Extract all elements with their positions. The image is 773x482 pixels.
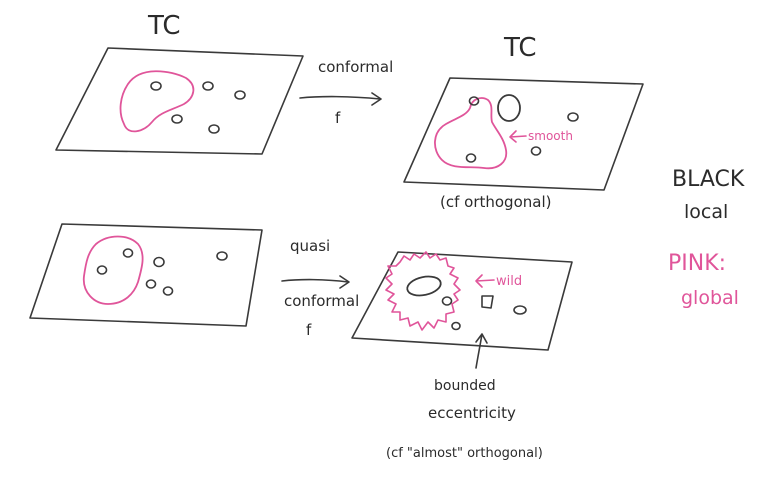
legend-pink-title: PINK: <box>668 251 726 276</box>
bottom-left-plane <box>29 223 263 327</box>
bounded-pointer-arrow <box>475 333 488 369</box>
bottom-right-panel: wild bounded eccentricity (cf "almost" o… <box>351 251 573 461</box>
top-left-plane <box>55 47 304 155</box>
top-right-hole-1 <box>468 96 480 106</box>
bottom-arrow-label-2: conformal <box>284 292 359 310</box>
top-left-hole-4 <box>171 114 183 124</box>
top-left-hole-5 <box>208 124 220 134</box>
bottom-left-hole-1 <box>122 248 134 258</box>
bottom-right-hole-1 <box>441 296 453 306</box>
top-right-hole-2 <box>567 112 579 122</box>
top-left-global-region <box>119 70 195 133</box>
bottom-left-hole-3 <box>153 256 165 268</box>
bottom-right-caption-1: bounded <box>434 378 496 394</box>
bottom-left-global-region <box>82 235 144 305</box>
top-right-caption: (cf orthogonal) <box>440 193 551 211</box>
top-left-hole-3 <box>234 90 246 100</box>
bottom-right-hole-2 <box>451 321 461 331</box>
legend-black-meaning: local <box>684 201 728 223</box>
bottom-arrow-map: f <box>306 321 312 339</box>
bottom-arrow-head <box>339 275 350 289</box>
bottom-right-plane <box>351 251 573 351</box>
bottom-right-hole-large <box>406 275 442 297</box>
top-arrow-line <box>299 95 381 100</box>
bottom-left-hole-5 <box>145 279 157 289</box>
top-right-hole-large <box>497 94 521 122</box>
top-left-title: TC <box>147 11 181 41</box>
top-right-plane <box>403 77 644 191</box>
legend-black-title: BLACK <box>672 167 745 192</box>
bottom-arrow-group: quasi conformal f <box>281 237 359 339</box>
bottom-right-hole-square <box>481 295 494 309</box>
top-right-title: TC <box>503 33 537 63</box>
legend: BLACK local PINK: global <box>668 167 745 309</box>
top-right-panel: TC smooth (cf orthogonal) <box>403 33 644 211</box>
wild-pointer-arrow <box>475 274 495 288</box>
bottom-right-caption-3: (cf "almost" orthogonal) <box>386 446 543 461</box>
top-right-hole-4 <box>465 153 477 163</box>
bottom-right-wild-region <box>385 251 461 331</box>
top-arrow-head <box>371 92 382 106</box>
bottom-left-hole-2 <box>96 265 108 275</box>
bottom-arrow-label-1: quasi <box>290 237 330 255</box>
smooth-pointer-arrow <box>509 130 527 143</box>
bottom-left-panel <box>29 223 263 327</box>
bottom-left-hole-6 <box>162 286 174 296</box>
top-arrow-map: f <box>335 109 341 127</box>
top-arrow-label: conformal <box>318 58 393 76</box>
top-right-hole-3 <box>530 146 542 156</box>
wild-annotation: wild <box>496 274 522 289</box>
top-left-panel: TC <box>55 11 304 155</box>
legend-pink-meaning: global <box>681 287 739 309</box>
top-left-hole-1 <box>150 81 162 91</box>
bottom-left-hole-4 <box>216 251 228 261</box>
bottom-right-hole-3 <box>513 305 527 315</box>
smooth-annotation: smooth <box>528 129 573 143</box>
top-left-hole-2 <box>202 81 214 91</box>
top-arrow-group: conformal f <box>299 58 393 127</box>
bottom-arrow-line <box>281 278 349 283</box>
bottom-right-caption-2: eccentricity <box>428 404 516 422</box>
top-right-global-region <box>434 97 508 170</box>
